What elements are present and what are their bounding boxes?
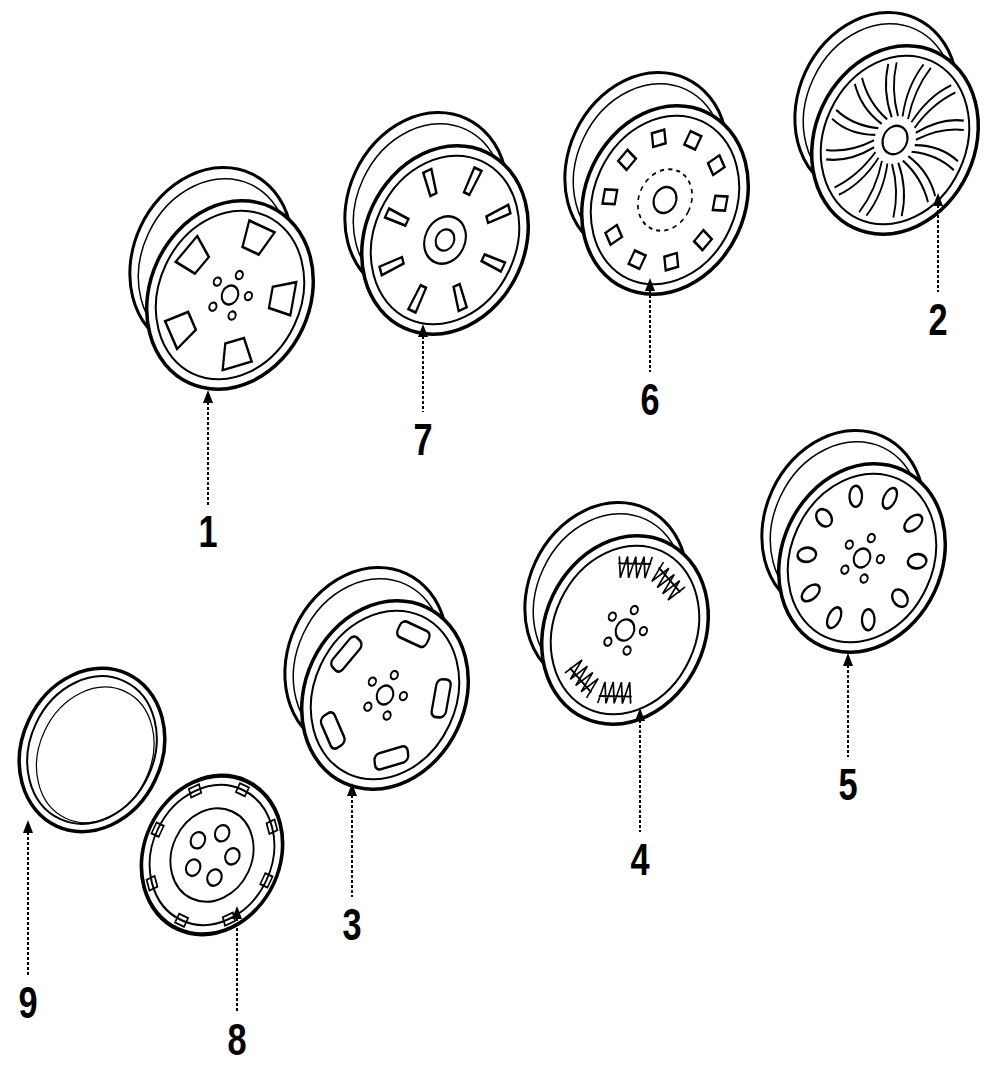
callout-number: 1: [198, 510, 217, 554]
callout-number: 6: [640, 378, 659, 422]
callout-number: 8: [227, 1018, 246, 1062]
callout-number: 3: [342, 903, 361, 947]
callout-number: 9: [18, 981, 37, 1025]
callout-number: 7: [413, 418, 432, 462]
callout-number: 2: [928, 298, 947, 342]
callout-number: 5: [838, 763, 857, 807]
callout-number: 4: [630, 838, 649, 882]
